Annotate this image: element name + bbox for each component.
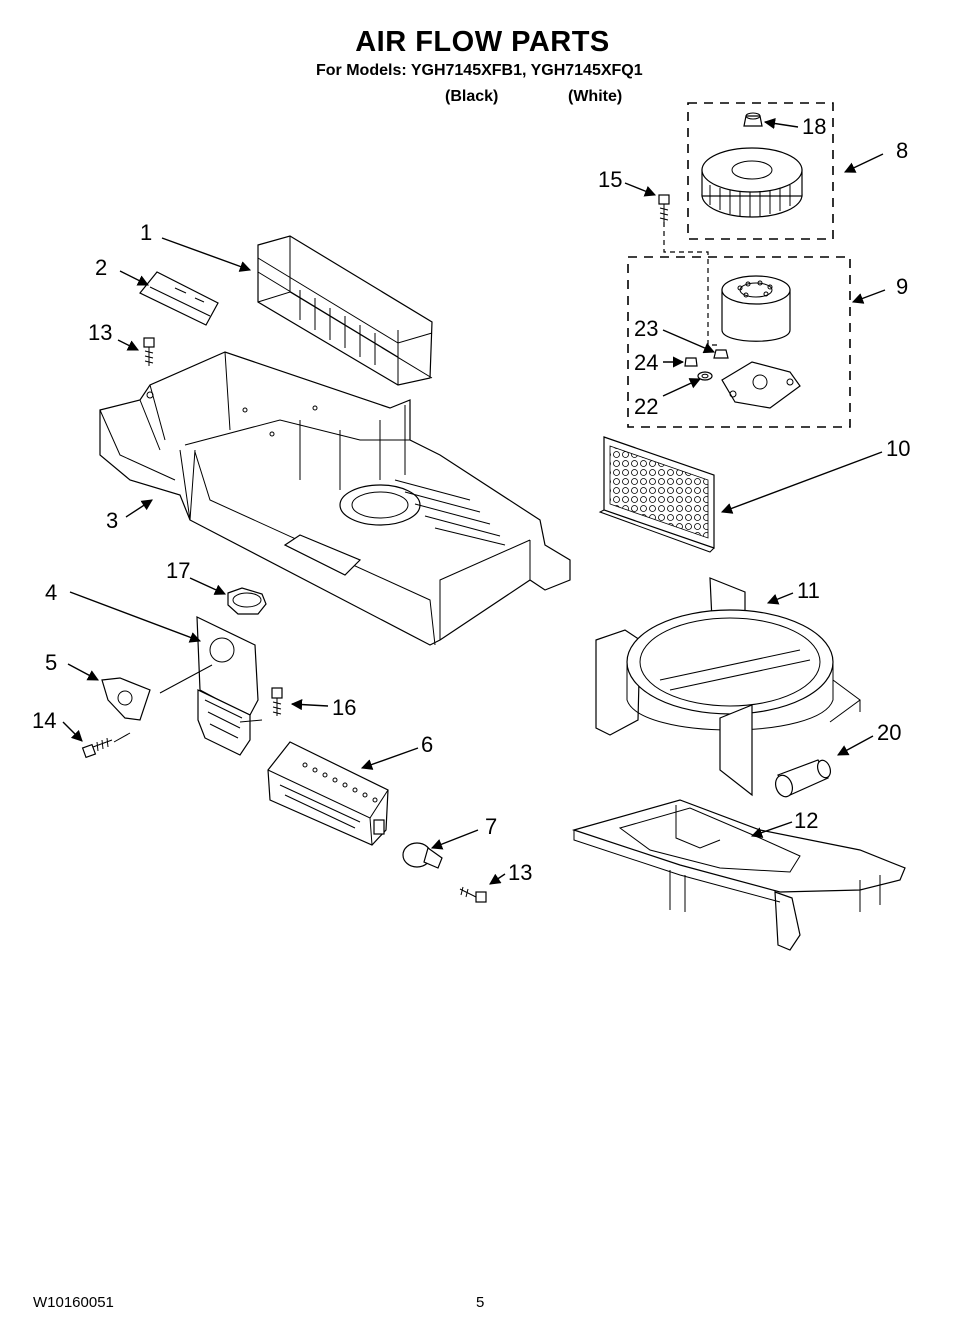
- callout-14: 14: [32, 708, 56, 733]
- page-title: AIR FLOW PARTS: [355, 26, 610, 58]
- part-4-mounting-bracket: [196, 616, 259, 756]
- part-11-blower-housing: [595, 577, 861, 797]
- part-17-thermal-cutoff: [227, 587, 267, 615]
- callout-5: 5: [45, 650, 57, 675]
- part-2-deflector: [139, 271, 219, 326]
- callout-1: 1: [140, 220, 152, 245]
- callout-15: 15: [598, 167, 622, 192]
- part-6-vent-holes: [302, 762, 378, 803]
- part-13-screw-upper: [143, 337, 155, 366]
- variant-white-label: (White): [568, 88, 623, 105]
- callout-17: 17: [166, 558, 190, 583]
- callout-16: 16: [332, 695, 356, 720]
- part-8-blower-wheel: [701, 147, 803, 218]
- callout-12: 12: [794, 808, 818, 833]
- part-20-capacitor: [774, 759, 832, 798]
- callout-22: 22: [634, 394, 658, 419]
- callout-23: 23: [634, 316, 658, 341]
- part-6-lamp-housing: [267, 741, 389, 846]
- part-24-nut: [684, 357, 698, 367]
- part-3-air-duct-tray: [99, 351, 571, 646]
- callout-2: 2: [95, 255, 107, 280]
- callout-10: 10: [886, 436, 910, 461]
- callout-9: 9: [896, 274, 908, 299]
- part-8-assembly-box: [687, 102, 834, 240]
- part-10-grease-filter: [598, 436, 715, 553]
- document-number: W10160051: [33, 1294, 114, 1311]
- part-18-hub-nut: [743, 112, 763, 127]
- part-14-screw: [81, 737, 113, 759]
- callout-11: 11: [797, 578, 820, 603]
- part-23-nut: [713, 349, 729, 359]
- part-13-screw-lower: [459, 886, 487, 903]
- callout-6: 6: [421, 732, 433, 757]
- part-22-washer: [697, 371, 713, 381]
- callout-13-lower: 13: [508, 860, 532, 885]
- part-7-light-bulb: [402, 842, 443, 869]
- callout-8: 8: [896, 138, 908, 163]
- part-16-screw: [271, 687, 283, 716]
- variant-black-label: (Black): [445, 88, 499, 105]
- part-9-assembly-box: [627, 256, 851, 428]
- callout-4: 4: [45, 580, 57, 605]
- part-1-grille-housing: [257, 235, 433, 386]
- part-15-screw: [658, 194, 670, 222]
- callout-13-upper: 13: [88, 320, 112, 345]
- callout-20: 20: [877, 720, 901, 745]
- screw-alignment-line: [663, 222, 720, 346]
- callout-7: 7: [485, 814, 497, 839]
- callout-24: 24: [634, 350, 658, 375]
- callout-18: 18: [802, 114, 826, 139]
- callout-3: 3: [106, 508, 118, 533]
- page-number: 5: [476, 1294, 485, 1311]
- part-5-thermostat: [101, 677, 151, 721]
- part-9-motor: [721, 275, 801, 409]
- part-12-bottom-plate: [571, 799, 906, 951]
- callout-labels: 1 2 3 4 5 6 7 8 9 10 11 12 13 13 14 15 1…: [32, 114, 910, 885]
- models-subtitle: For Models: YGH7145XFB1, YGH7145XFQ1: [316, 62, 643, 79]
- leader-lines: [62, 117, 886, 885]
